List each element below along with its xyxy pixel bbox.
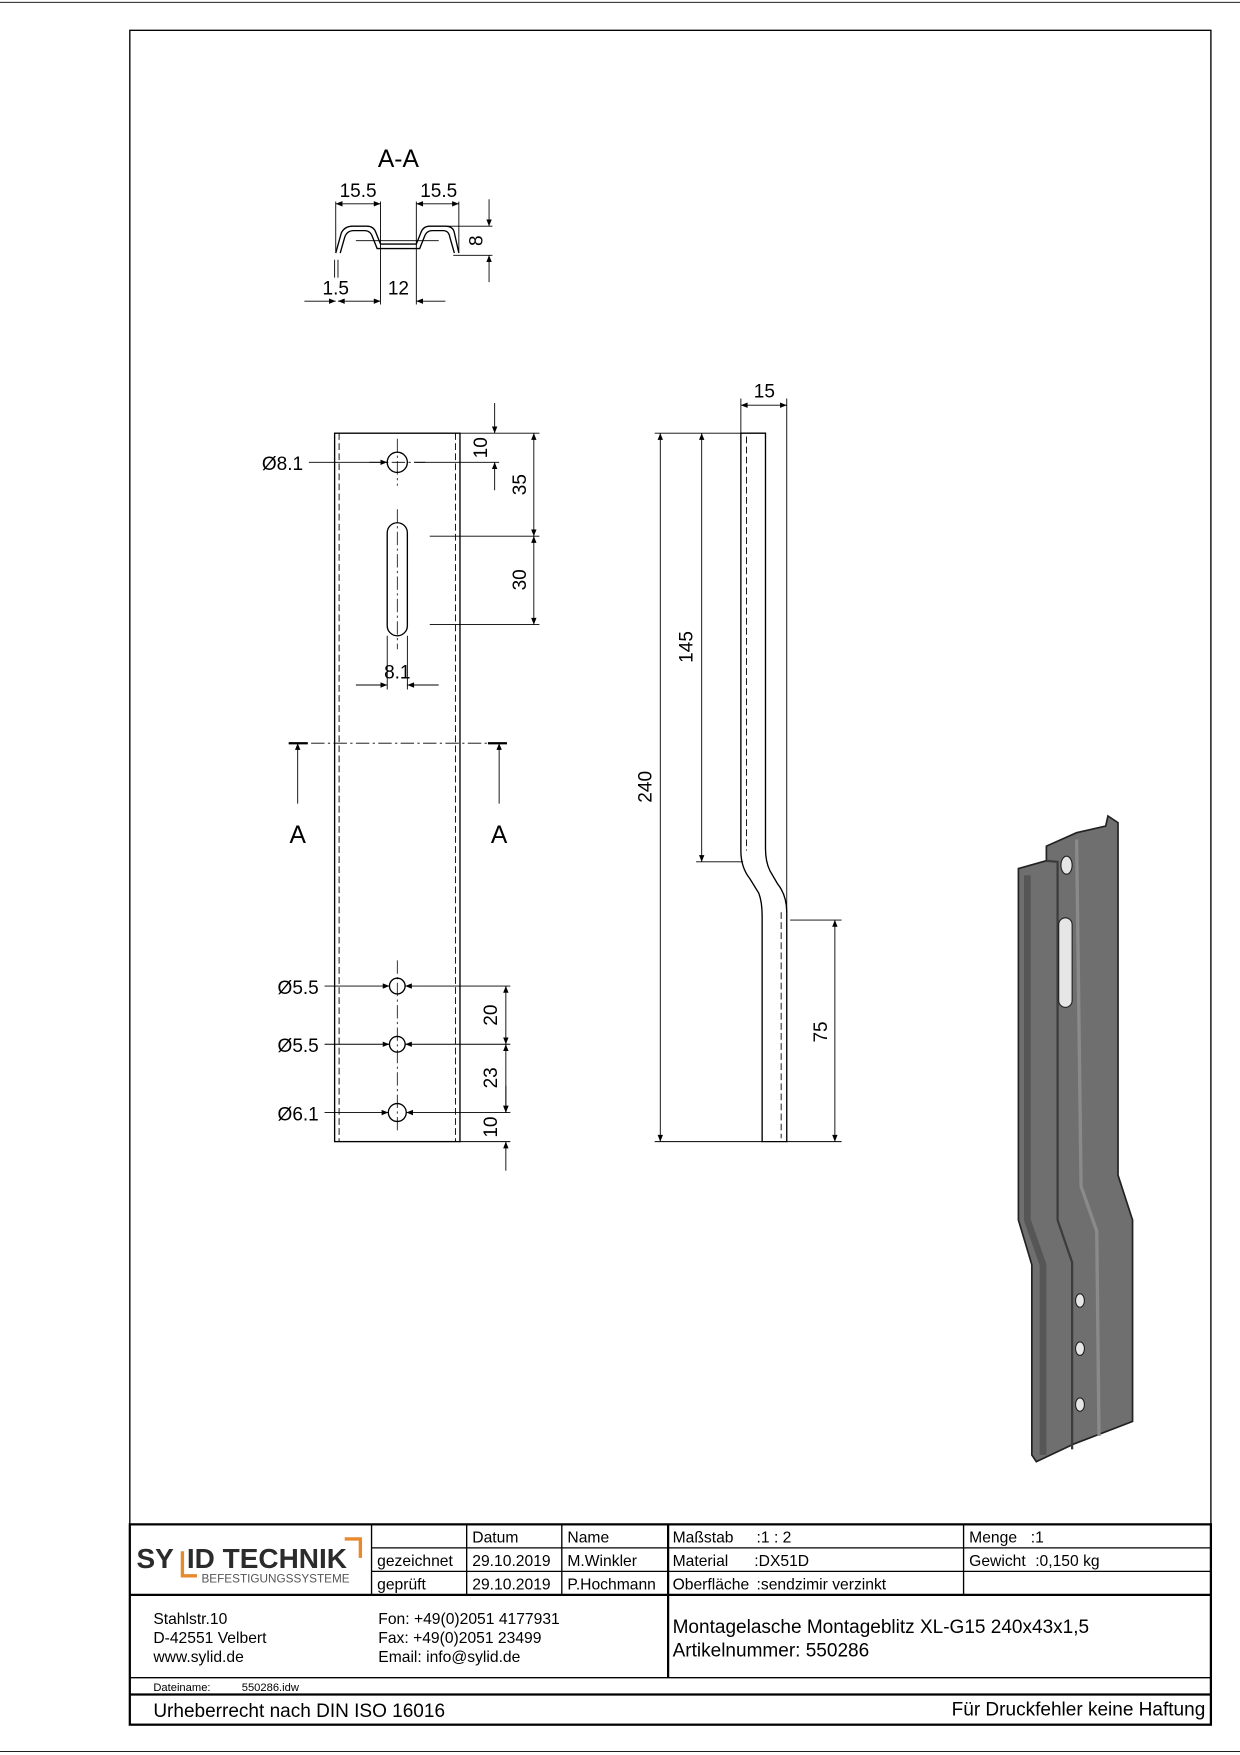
dim-section-left-width: 15.5 (340, 181, 377, 202)
surface-label: Oberfläche (673, 1576, 750, 1593)
section-marker-right: A (491, 822, 508, 849)
label-hole-1: Ø5.5 (278, 978, 319, 999)
article-number: Artikelnummer: 550286 (673, 1640, 870, 1661)
company-logo: SY ID TECHNIK BEFESTIGUNGSSYSTEME (137, 1537, 363, 1586)
row-drawn-label: gezeichnet (377, 1553, 453, 1570)
dim-bottom-edge: 10 (481, 1116, 502, 1137)
dim-slot-width: 8.1 (384, 662, 410, 683)
weight-label: Gewicht (969, 1553, 1026, 1570)
label-hole-2: Ø5.5 (278, 1036, 319, 1057)
contact-phone: Fon: +49(0)2051 4177931 (378, 1611, 560, 1628)
dim-to-slot: 35 (510, 474, 531, 495)
dim-slot-length: 30 (510, 569, 531, 590)
dim-section-height: 8 (466, 235, 487, 246)
logo-text-left: SY (137, 1543, 175, 1574)
slot (386, 522, 409, 637)
header-name: Name (567, 1529, 609, 1546)
front-view: Ø8.1 10 35 30 8.1 A A Ø5.5 (262, 402, 540, 1171)
scale-label: Maßstab (673, 1529, 734, 1546)
header-datum: Datum (472, 1529, 518, 1546)
section-marker-left: A (289, 822, 306, 849)
filename-label: Dateiname: (153, 1682, 210, 1694)
surface-value: :sendzimir verzinkt (757, 1576, 887, 1593)
row-checked-name: P.Hochmann (567, 1576, 656, 1593)
dim-total-length: 240 (635, 771, 656, 803)
contact-email[interactable]: Email: info@sylid.de (378, 1649, 520, 1666)
dim-top-edge: 10 (471, 437, 492, 458)
copyright-notice: Urheberrecht nach DIN ISO 16016 (153, 1701, 445, 1722)
dim-hole1-hole2: 20 (481, 1005, 502, 1026)
row-checked-date: 29.10.2019 (472, 1576, 550, 1593)
dim-hole2-hole3: 23 (481, 1067, 502, 1088)
part-title: Montagelasche Montageblitz XL-G15 240x43… (673, 1617, 1090, 1638)
logo-tagline: BEFESTIGUNGSSYSTEME (201, 1573, 349, 1586)
section-view-a-a: A-A 15.5 15.5 1.5 12 8 (304, 146, 493, 305)
qty-value: :1 (1031, 1529, 1044, 1546)
weight-value: :0,150 kg (1035, 1553, 1099, 1570)
disclaimer: Für Druckfehler keine Haftung (952, 1700, 1206, 1721)
address-line: Stahlstr.10 (153, 1611, 227, 1628)
isometric-part-render (1017, 814, 1134, 1463)
dim-section-right-width: 15.5 (420, 181, 457, 202)
website-link[interactable]: www.sylid.de (152, 1649, 244, 1666)
row-drawn-name: M.Winkler (567, 1553, 637, 1570)
row-drawn-date: 29.10.2019 (472, 1553, 550, 1570)
row-checked-label: geprüft (377, 1576, 426, 1593)
address-line: D-42551 Velbert (153, 1630, 267, 1647)
contact-fax: Fax: +49(0)2051 23499 (378, 1630, 541, 1647)
dim-upper-length: 145 (677, 631, 698, 663)
dim-lower-length: 75 (811, 1021, 832, 1042)
material-value: :DX51D (754, 1553, 809, 1570)
dim-section-thickness: 1.5 (323, 278, 349, 299)
label-hole-3: Ø6.1 (278, 1104, 319, 1125)
logo-text-right: ID TECHNIK (187, 1543, 347, 1574)
dim-section-center-width: 12 (388, 278, 409, 299)
scale-value: :1 : 2 (757, 1529, 792, 1546)
dim-offset: 15 (754, 381, 775, 402)
section-title: A-A (378, 146, 420, 173)
label-hole-top: Ø8.1 (262, 454, 303, 475)
material-label: Material (673, 1553, 729, 1570)
title-block: SY ID TECHNIK BEFESTIGUNGSSYSTEME Datum … (128, 1523, 1213, 1726)
side-view: 15 145 240 75 (635, 381, 842, 1143)
qty-label: Menge (969, 1529, 1017, 1546)
filename: 550286.idw (242, 1682, 300, 1694)
